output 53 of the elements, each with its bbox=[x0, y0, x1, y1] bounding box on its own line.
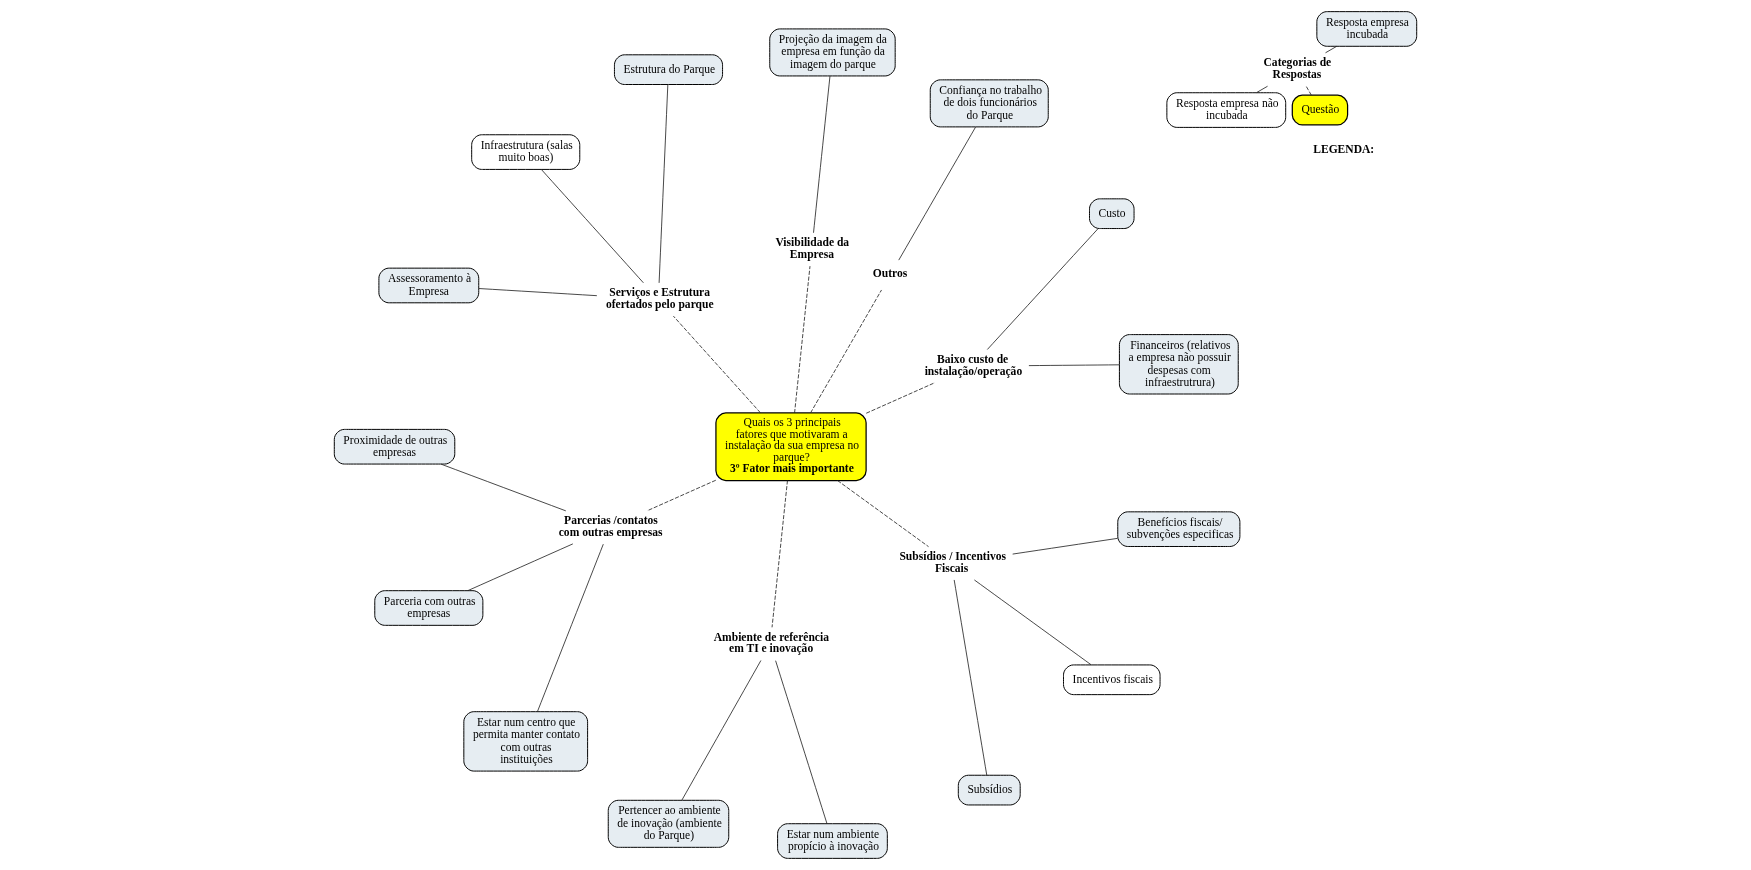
connector bbox=[672, 315, 761, 413]
connector bbox=[646, 479, 717, 512]
node-text: Ambiente de referência em TI e inovação bbox=[713, 630, 829, 655]
connector bbox=[681, 660, 762, 801]
node-box: Estar num centro que permita manter contato com outras instituições bbox=[463, 711, 589, 772]
node-box: Estrutura do Parque bbox=[613, 54, 724, 85]
connector bbox=[794, 265, 811, 414]
node-box: Parceria com outras empresas bbox=[374, 590, 484, 626]
node-box: Estar num ambiente propício à inovação bbox=[777, 823, 888, 859]
connector bbox=[953, 579, 988, 776]
connector bbox=[813, 75, 831, 234]
connector bbox=[541, 169, 644, 284]
connector bbox=[865, 382, 936, 414]
connector bbox=[537, 543, 604, 712]
node-box: Projeção da imagem da empresa em função da imagem do parque bbox=[769, 28, 896, 77]
node-text: Subsídios / Incentivos Fiscais bbox=[899, 550, 1006, 574]
connector bbox=[1255, 85, 1268, 94]
node-text: Categorias de Respostas bbox=[1263, 56, 1332, 80]
node-box: Pertencer ao ambiente de inovação (ambiente do Parque) bbox=[607, 799, 730, 848]
connector bbox=[771, 480, 788, 628]
node-box: Resposta empresa incubada bbox=[1316, 11, 1418, 47]
node-box: Assessoramento à Empresa bbox=[378, 267, 480, 304]
label: LEGENDA: bbox=[1313, 142, 1375, 155]
node-box: Benefícios fiscais/ subvenções especificas bbox=[1117, 511, 1241, 547]
connector bbox=[1325, 45, 1338, 54]
node-box: Questão bbox=[1291, 94, 1349, 126]
node-box: Confiança no trabalho de dois funcionários do Parque bbox=[929, 79, 1049, 128]
connector bbox=[658, 84, 669, 284]
connector bbox=[467, 543, 574, 591]
node-text: Outros bbox=[872, 267, 908, 280]
connector bbox=[775, 660, 828, 825]
node-box: Infraestrutura (salas muito boas) bbox=[471, 134, 581, 170]
node-text: Serviços e Estrutura ofertados pelo parque bbox=[605, 286, 714, 310]
connector bbox=[1305, 85, 1312, 96]
connector bbox=[837, 480, 929, 548]
connector bbox=[478, 288, 598, 297]
connector bbox=[973, 579, 1092, 666]
node-box: Proximidade de outras empresas bbox=[333, 428, 456, 465]
node-text: Visibilidade da Empresa bbox=[775, 236, 850, 260]
node-box: Subsídios bbox=[957, 774, 1021, 806]
node-text: Baixo custo de instalação/operação bbox=[924, 352, 1023, 377]
node-box: Incentivos fiscais bbox=[1063, 664, 1161, 696]
connector bbox=[898, 126, 976, 261]
node-box: Quais os 3 principais fatores que motivaram a instalação da sua empresa no parque? 3º Fator mais importante bbox=[715, 412, 867, 482]
connector bbox=[440, 463, 567, 512]
connector bbox=[1028, 364, 1120, 367]
node-box: Resposta empresa não incubada bbox=[1166, 92, 1287, 128]
node-box: Financeiros (relativos a empresa não possuir despesas com infraestrutrura) bbox=[1118, 334, 1239, 395]
node-box: Custo bbox=[1089, 198, 1135, 230]
connector bbox=[810, 289, 882, 414]
node-text: Parcerias /contatos com outras empresas bbox=[558, 514, 663, 538]
connector bbox=[986, 228, 1099, 350]
connector bbox=[1012, 537, 1118, 555]
